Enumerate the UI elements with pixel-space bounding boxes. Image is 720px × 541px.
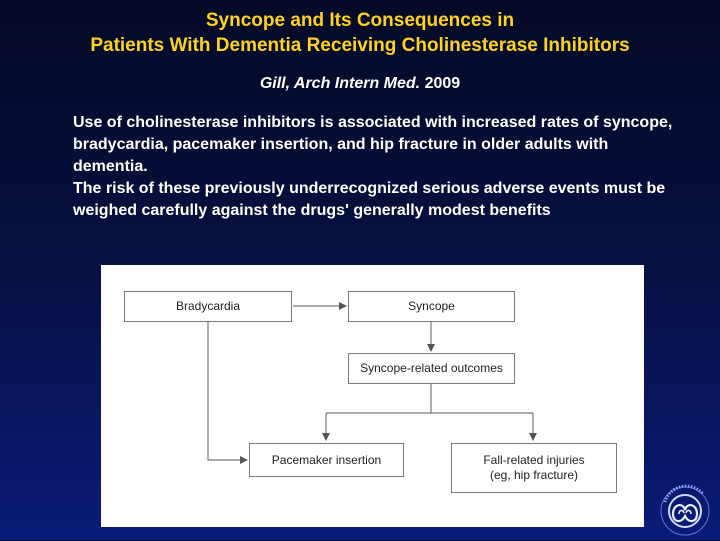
node-bradycardia: Bradycardia <box>124 291 292 322</box>
fall-injuries-line-1: Fall-related injuries <box>483 453 585 467</box>
title-line-2: Patients With Dementia Receiving Choline… <box>90 35 630 56</box>
citation-year: 2009 <box>424 75 461 92</box>
fall-injuries-line-2: (eg, hip fracture) <box>489 468 579 482</box>
paragraph-2: The risk of these previously underrecogn… <box>73 180 666 219</box>
body-text: Use of cholinesterase inhibitors is asso… <box>73 112 683 222</box>
citation-author: Gill, Arch Intern Med. <box>259 75 421 92</box>
citation: Gill, Arch Intern Med. 2009 <box>0 75 720 93</box>
flow-diagram: Bradycardia Syncope Syncope-related outc… <box>101 265 644 527</box>
arrow-bradycardia-to-pacemaker <box>207 322 248 464</box>
diagram-connectors <box>207 302 537 464</box>
university-seal-logo <box>655 484 715 536</box>
node-pacemaker-insertion: Pacemaker insertion <box>249 443 404 477</box>
paragraph-1: Use of cholinesterase inhibitors is asso… <box>73 114 673 175</box>
title-line-1: Syncope and Its Consequences in <box>205 10 515 31</box>
node-syncope-related-outcomes: Syncope-related outcomes <box>348 353 515 384</box>
slide-title: Syncope and Its Consequences in Patients… <box>0 8 720 58</box>
node-syncope: Syncope <box>348 291 515 322</box>
node-fall-related-injuries: Fall-related injuries (eg, hip fracture) <box>451 443 617 493</box>
